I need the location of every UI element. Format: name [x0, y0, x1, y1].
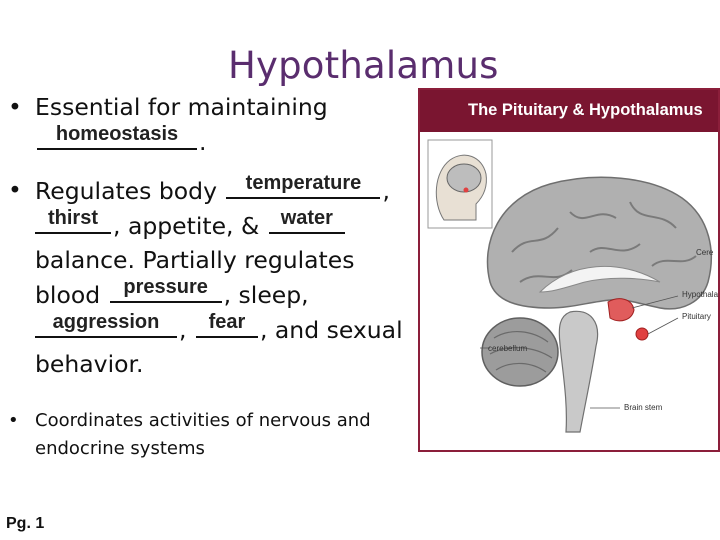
- page-label: Pg. 1: [6, 515, 45, 532]
- head-pituitary-dot: [463, 187, 469, 193]
- pituitary-gland: [635, 327, 649, 341]
- figure-title: The Pituitary & Hypothalamus: [468, 101, 703, 119]
- label-cerebrum: Cere: [696, 248, 714, 257]
- bullet-text: Regulates body: [35, 177, 217, 205]
- blank-temperature: temperature: [226, 173, 381, 199]
- comma: ,: [179, 316, 187, 344]
- label-pituitary: Pituitary: [682, 312, 711, 321]
- comma: ,: [382, 177, 390, 205]
- label-hypothalamus: Hypothala: [682, 290, 719, 299]
- bullet-homeostasis: Essential for maintaining homeostasis.: [8, 90, 418, 159]
- label-brain-stem: Brain stem: [624, 403, 663, 412]
- bullet-text: behavior.: [35, 350, 144, 378]
- bullet-text: Coordinates activities of nervous and en…: [35, 410, 371, 459]
- blank-water: water: [268, 208, 345, 234]
- bullet-text: , appetite, &: [113, 212, 260, 240]
- bullet-text: , sleep,: [223, 281, 309, 309]
- blank-homeostasis: homeostasis: [37, 124, 197, 150]
- blank-pressure: pressure: [109, 277, 222, 303]
- hypothalamus-region: [607, 298, 635, 322]
- bullet-list: Essential for maintaining homeostasis. R…: [8, 90, 418, 463]
- figure-header: The Pituitary & Hypothalamus: [420, 90, 718, 132]
- cerebrum: [486, 176, 712, 310]
- blank-thirst: thirst: [35, 208, 111, 234]
- blank-fear: fear: [195, 312, 258, 338]
- label-cerebellum: cerebellum: [488, 344, 528, 353]
- bullet-regulates: Regulates body temperature, thirst, appe…: [8, 173, 418, 381]
- brain-figure: The Pituitary & Hypothalamus Cere Hypoth…: [418, 88, 720, 452]
- bullet-text: balance. Partially regulates: [35, 246, 355, 274]
- head-brain: [446, 163, 482, 193]
- corpus-callosum: [538, 265, 661, 293]
- bullet-text: , and sexual: [259, 316, 403, 344]
- bullet-text: Essential for maintaining: [35, 93, 328, 121]
- brain-stem: [558, 310, 599, 433]
- bullet-coordinates: Coordinates activities of nervous and en…: [8, 407, 418, 463]
- slide-title: Hypothalamus: [228, 44, 499, 87]
- brain-illustration: [427, 139, 712, 433]
- bullet-text: blood: [35, 281, 101, 309]
- period: .: [199, 128, 207, 156]
- blank-aggression: aggression: [35, 312, 177, 338]
